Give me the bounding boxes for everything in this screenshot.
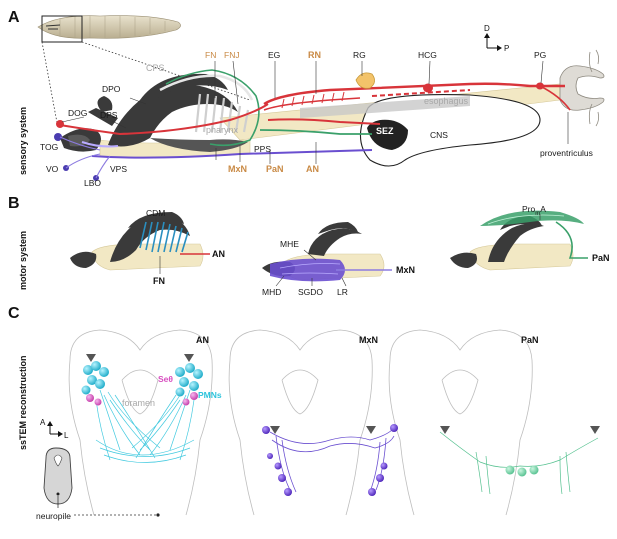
axis-d-label: D — [484, 24, 490, 33]
label-se0: Seθ — [158, 374, 173, 384]
label-dps: DPS — [100, 110, 118, 120]
label-vps: VPS — [110, 164, 127, 174]
motor-pan — [450, 210, 588, 271]
eg-ticks — [281, 91, 345, 109]
label-dpo: DPO — [102, 84, 121, 94]
panel-c-letter: C — [8, 305, 20, 322]
cps-nerve — [165, 69, 260, 147]
title-mxn: MxN — [359, 335, 378, 345]
label-eg: EG — [268, 50, 280, 60]
label-hcg: HCG — [418, 50, 437, 60]
axis-a-label: A — [40, 418, 46, 427]
label-cns: CNS — [430, 130, 448, 140]
label-mxn-a: MxN — [228, 164, 247, 174]
title-an: AN — [196, 335, 209, 345]
label-rg: RG — [353, 50, 366, 60]
label-tog: TOG — [40, 142, 58, 152]
brain-outline-an — [68, 329, 213, 516]
label-sgdo: SGDO — [298, 287, 323, 297]
panel-c: C ssTEM reconstruction AN MxN PaN — [8, 305, 600, 521]
label-pan-a: PaN — [266, 164, 284, 174]
brain-outline-mxn-foramen — [281, 369, 319, 415]
cps-highlight — [159, 74, 254, 101]
brain-outlines — [68, 329, 533, 516]
brain-outline-pan — [388, 329, 533, 516]
label-vo: VO — [46, 164, 59, 174]
label-cps: CPS — [146, 63, 165, 73]
pan-nerve — [259, 129, 372, 135]
neuropile-dot — [156, 513, 160, 517]
label-fn-b: FN — [153, 276, 165, 286]
panel-a: A sensory system D P — [8, 9, 605, 188]
label-rn: RN — [308, 50, 321, 60]
motor-mxn — [262, 222, 392, 287]
axis-a-l-icon — [47, 421, 63, 437]
label-pps: PPS — [254, 144, 271, 154]
sez-shape — [367, 119, 408, 150]
rg-gland — [355, 72, 375, 89]
label-pg: PG — [534, 50, 546, 60]
label-mxn-b: MxN — [396, 265, 415, 275]
panel-b-side-label: motor system — [18, 231, 28, 290]
title-pan: PaN — [521, 335, 539, 345]
label-pan-b: PaN — [592, 253, 610, 263]
cns-outline — [359, 93, 541, 167]
label-dog: DOG — [68, 108, 87, 118]
brain-outline-pan-foramen — [441, 369, 479, 415]
panel-a-letter: A — [8, 9, 20, 26]
sensory-organs — [54, 120, 119, 181]
an-reconstruction — [81, 354, 203, 463]
an-front-nerve — [59, 103, 269, 136]
axis-arrow-icon — [484, 33, 502, 51]
label-an-b: AN — [212, 249, 225, 259]
label-proa: PromA — [522, 204, 546, 217]
leader-lines-a — [61, 60, 569, 164]
rn-nerve — [263, 82, 565, 106]
label-mhe: MHE — [280, 239, 299, 249]
label-pmns: PMNs — [198, 390, 222, 400]
brain-inset — [43, 447, 73, 508]
panel-a-side-label: sensory system — [18, 107, 28, 175]
mxn-reconstruction — [262, 424, 398, 496]
label-neuropile: neuropile — [36, 511, 71, 521]
axis-p-label: P — [504, 44, 509, 53]
hcg-ganglion — [423, 83, 433, 93]
label-sez: SEZ — [376, 126, 394, 136]
zoom-line-left — [41, 41, 59, 129]
label-fn: FN — [205, 50, 216, 60]
label-esophagus: esophagus — [424, 96, 469, 106]
cephalopharyngeal-skeleton — [60, 73, 248, 152]
label-fnj: FNJ — [224, 50, 240, 60]
label-an-a: AN — [306, 164, 319, 174]
pan-reconstruction — [439, 426, 600, 495]
an-nerve — [267, 118, 381, 125]
label-proventriculus: proventriculus — [540, 148, 593, 158]
zoom-line-right — [81, 41, 251, 101]
panel-b: B motor system CDM AN FN — [8, 195, 610, 297]
label-lr: LR — [337, 287, 348, 297]
label-lbo: LBO — [84, 178, 101, 188]
larva-thumbnail — [37, 15, 181, 43]
axis-l-label: L — [64, 431, 69, 440]
label-mhd: MHD — [262, 287, 281, 297]
pg-nerve — [539, 85, 571, 111]
label-pharynx: pharynx — [206, 125, 239, 135]
brain-outline-an-foramen — [121, 369, 159, 415]
panel-b-letter: B — [8, 195, 20, 212]
brain-outline-mxn — [228, 329, 373, 516]
label-foramen: foramen — [122, 398, 155, 408]
rn-dashed — [371, 89, 471, 97]
motor-fn-an — [70, 212, 210, 274]
esophagus-gray-band — [300, 96, 470, 118]
proventriculus — [559, 49, 605, 127]
panel-c-side-label: ssTEM reconstruction — [18, 355, 28, 450]
label-cdm: CDM — [146, 208, 165, 218]
